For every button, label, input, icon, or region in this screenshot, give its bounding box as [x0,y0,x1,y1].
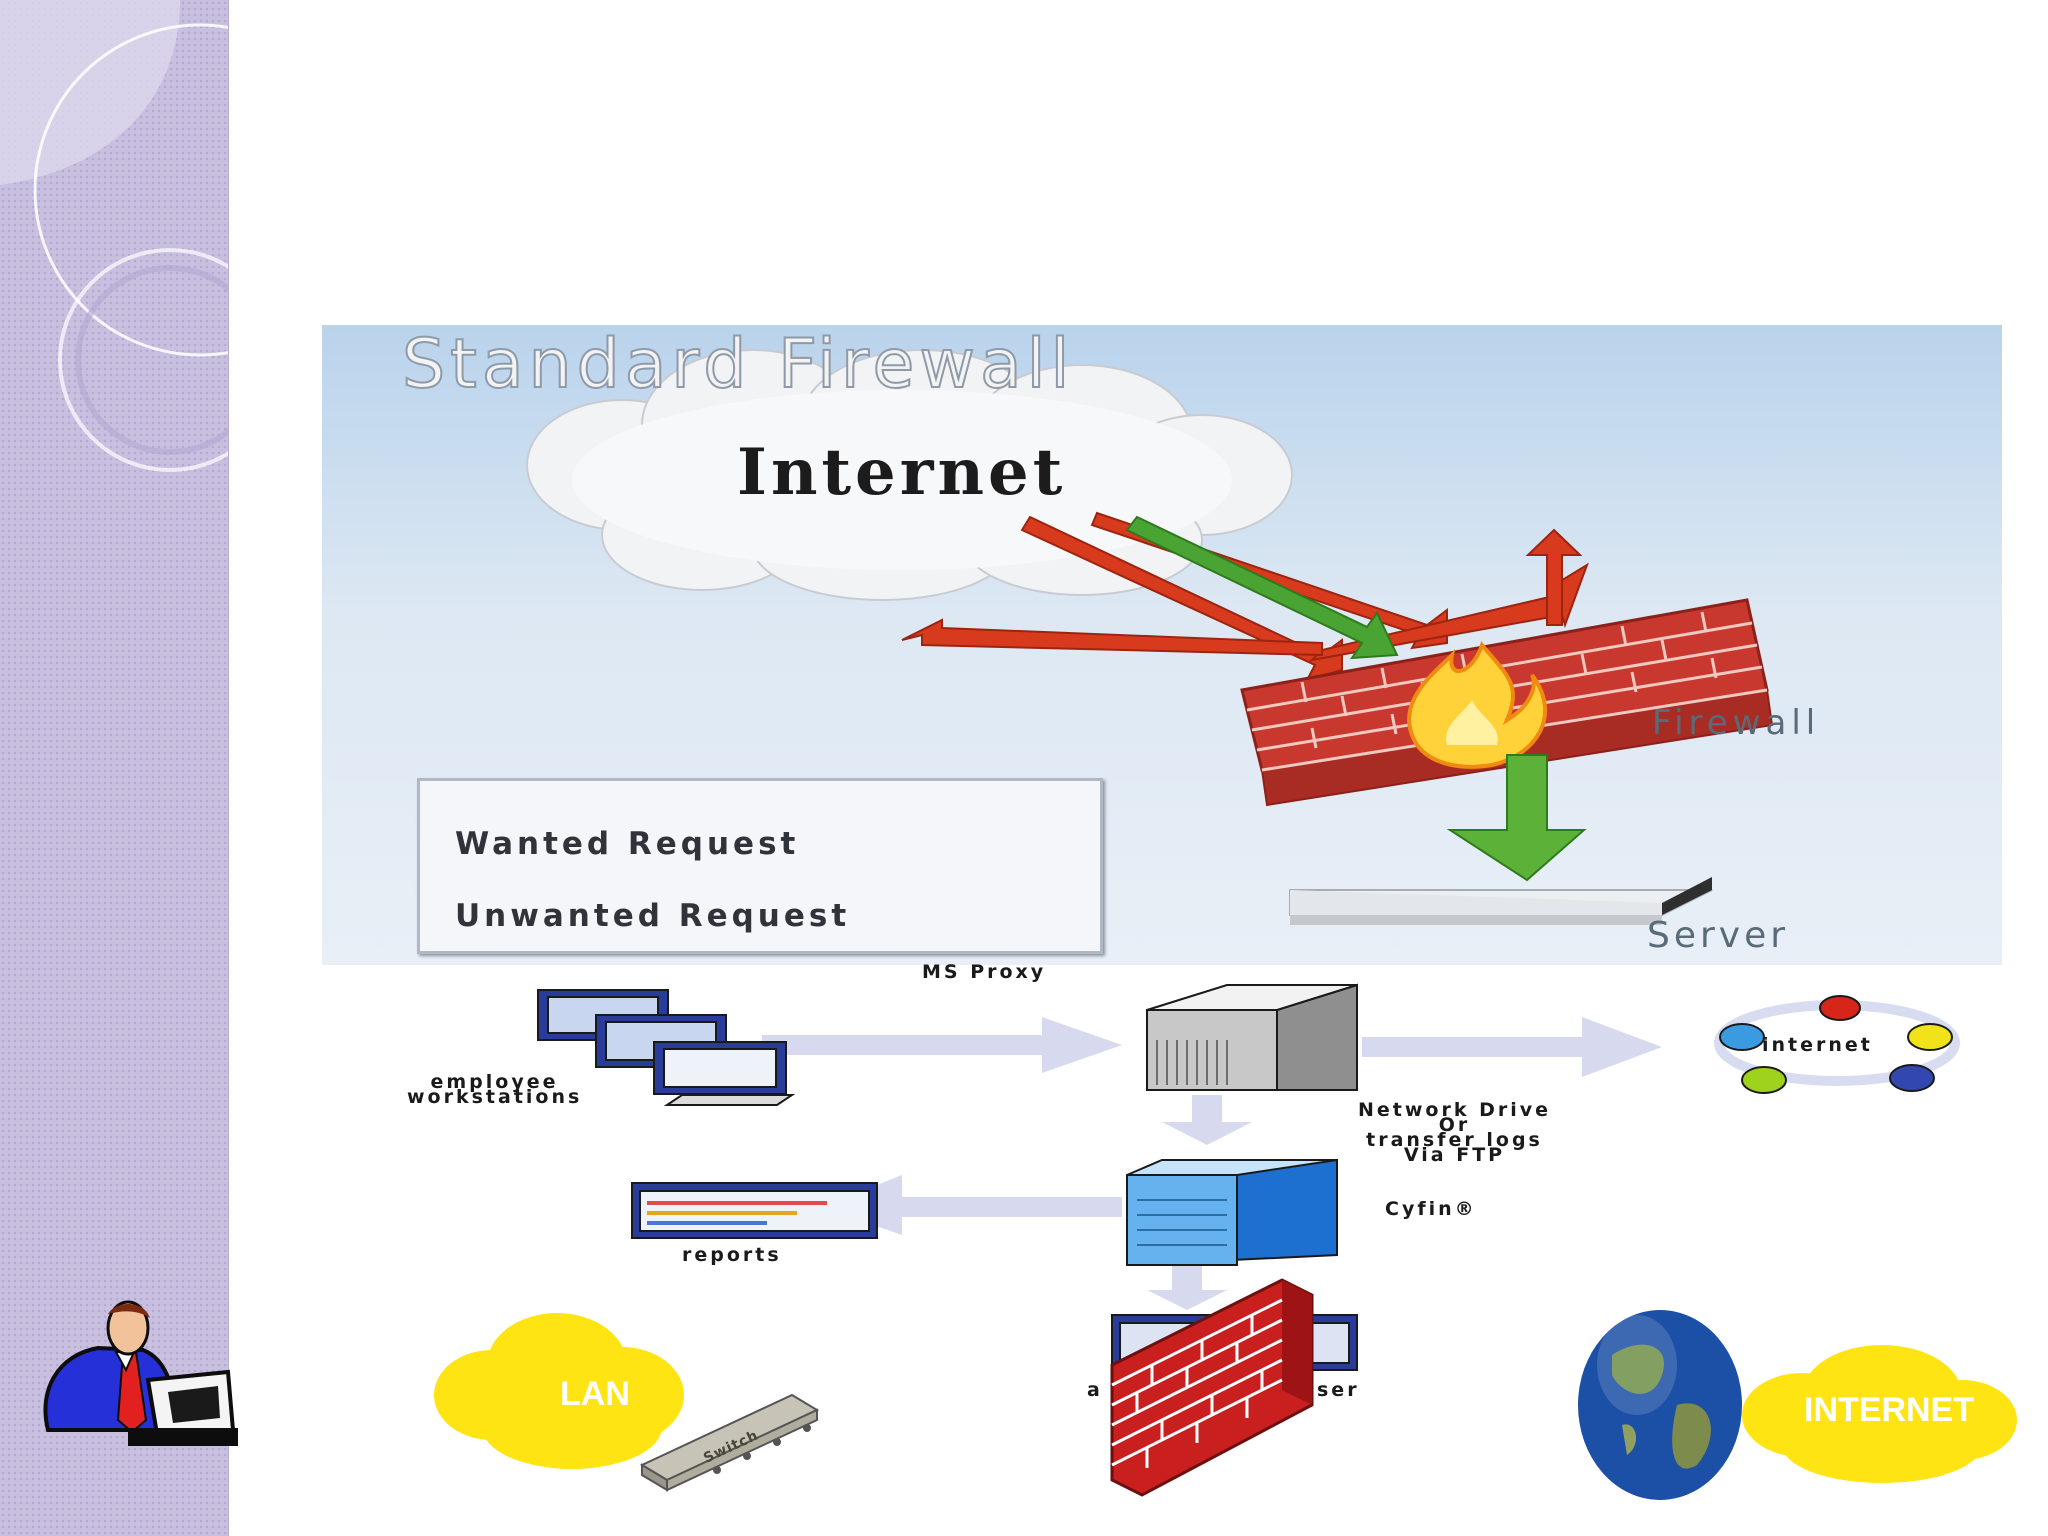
server-box [1289,877,1713,925]
unwanted-up-arrow [1525,528,1583,626]
network-drive-line2: Or [1438,1114,1471,1136]
legend-wanted-label: Wanted Request [455,826,800,862]
server-label: Server [1647,915,1790,956]
decorative-sidebar [0,0,229,1536]
internet-ring-icon [1714,995,1960,1094]
reports-window-icon [631,1182,878,1239]
ms-proxy-label: MS Proxy [922,961,1047,983]
firewall-label: Firewall [1652,703,1821,743]
network-drive-line1: Network Drive [1357,1099,1552,1121]
internet-yellow-cloud [1742,1345,2017,1483]
wanted-arrow [1125,515,1399,660]
workstations-label-line1: employee [430,1071,559,1093]
diagram-title: Standard Firewall [401,325,1075,405]
decorative-rings [0,0,228,472]
network-drive-line3: transfer logs [1366,1129,1543,1151]
brick-wall-clipart [1110,1278,1314,1497]
legend-unwanted-label: Unwanted Request [455,898,851,934]
lan-label: LAN [560,1375,630,1413]
person-at-computer-icon [43,1300,238,1446]
earth-globe-icon [1578,1310,1742,1500]
workstations-label-line2: workstations [407,1086,583,1108]
legend-box: Wanted Request Unwanted Request [417,778,1103,954]
internet-ring-label: internet [1762,1034,1873,1056]
lan-cloud [434,1313,684,1469]
cyfin-server-icon [1126,1158,1338,1267]
reports-label: reports [682,1244,782,1266]
internet-cloud-fill [572,390,1232,570]
standard-firewall-diagram: Standard Firewall Internet Firewall Serv… [322,325,2002,965]
internet-cloud-label-yellow: INTERNET [1804,1391,1974,1429]
workstations-icon [537,989,796,1106]
browser-label-left: a [1087,1379,1103,1401]
network-drive-line4: Via FTP [1403,1144,1506,1166]
proxy-network-diagram: MS Proxy employee workstations internet … [322,961,2022,1525]
network-switch-icon [639,1393,820,1492]
proxy-diagram-art [434,983,2017,1500]
internet-cloud-label: Internet [737,435,1067,510]
brick-wall [1240,598,1774,807]
workstations-label: employee workstations [407,1073,583,1108]
cyfin-label: Cyfin® [1385,1198,1477,1220]
flow-arrows [762,1017,1662,1310]
browser-label-right: ser [1317,1379,1360,1401]
ms-proxy-server-icon [1146,983,1358,1091]
firewall-diagram-art [450,349,1774,925]
network-drive-label: Network Drive Or transfer logs Via FTP [1312,1101,1597,1166]
wanted-down-arrow [1446,754,1587,882]
